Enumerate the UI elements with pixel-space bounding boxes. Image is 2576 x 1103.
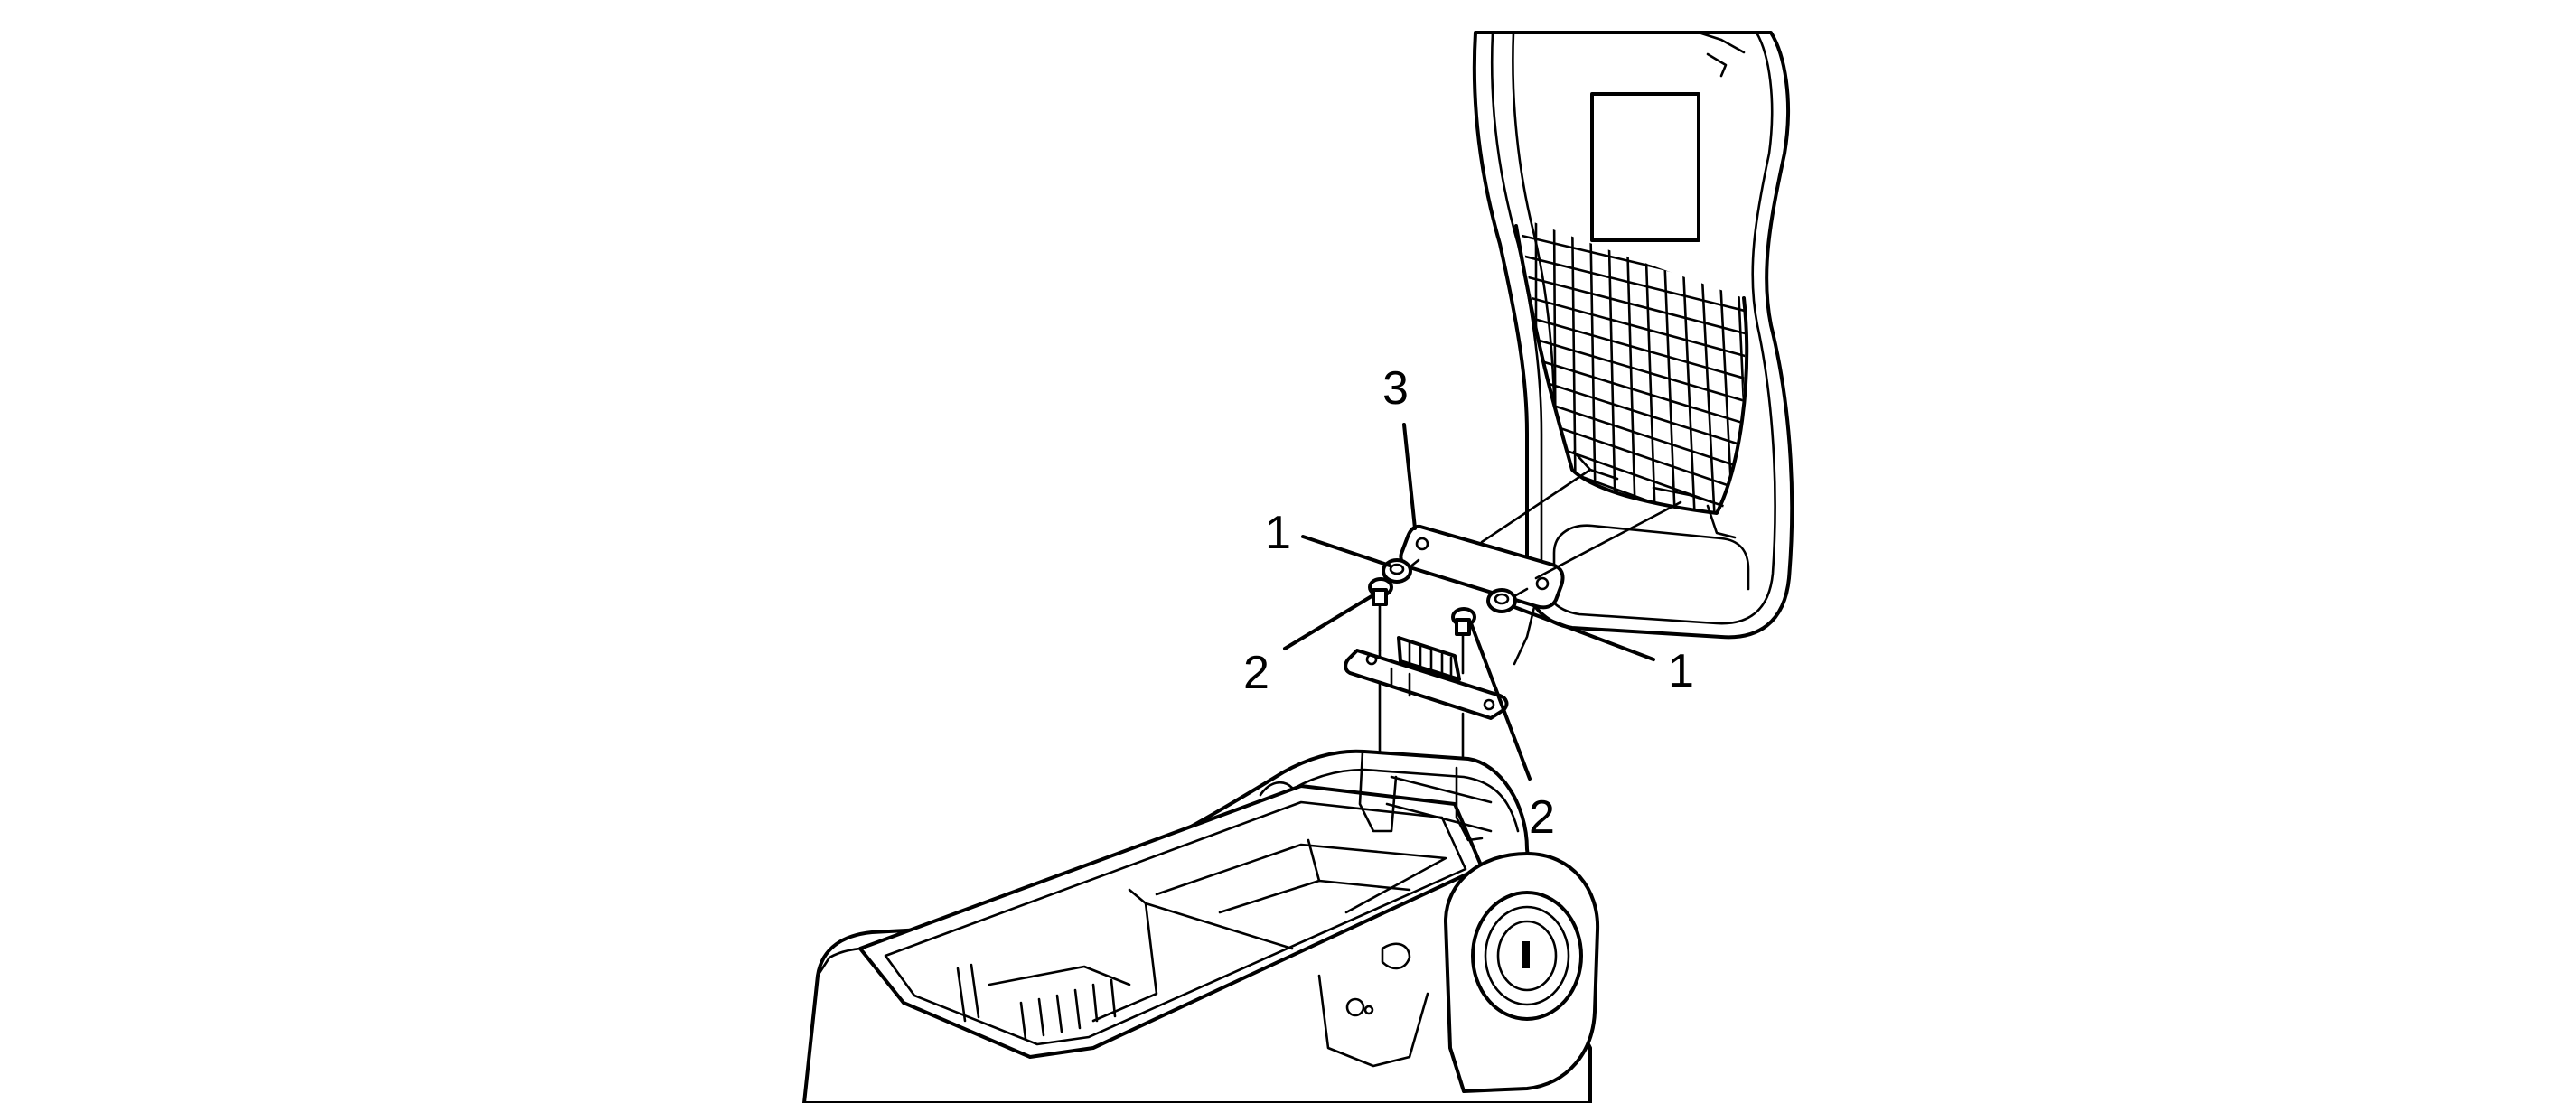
latch-mechanism <box>1344 636 1509 720</box>
leader-lines <box>1283 423 1655 781</box>
armrest-lid <box>1472 31 1794 640</box>
leader-1a <box>1301 535 1391 567</box>
console-base <box>802 749 1600 1103</box>
callout-2-bolt-right: 2 <box>1529 791 1555 844</box>
callout-labels: 1 1 2 2 3 <box>1243 362 1694 844</box>
callout-3-latch-plate: 3 <box>1382 362 1409 415</box>
leader-1b <box>1513 605 1655 661</box>
callout-2-bolt-left: 2 <box>1243 647 1269 699</box>
screw-right <box>1486 587 1529 613</box>
latch-plate <box>1399 468 1682 666</box>
leader-2a <box>1283 594 1373 650</box>
leader-2b <box>1469 622 1532 781</box>
callout-1-screw-left: 1 <box>1265 507 1291 559</box>
leader-3 <box>1402 423 1417 530</box>
callout-1-screw-right: 1 <box>1668 645 1694 697</box>
